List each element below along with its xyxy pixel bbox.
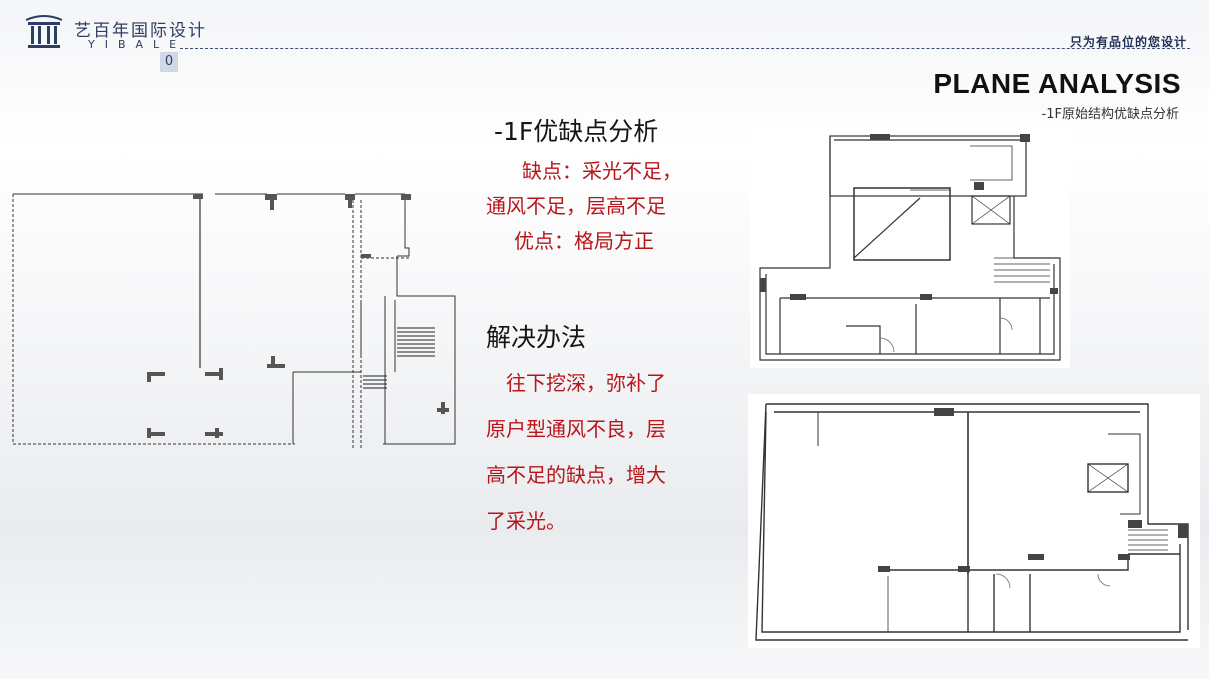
floor-plan-original: [5, 188, 457, 450]
brand-name-cn: 艺百年国际设计: [74, 21, 207, 41]
floor-plan-upper-drawing: [759, 134, 1061, 361]
solution-line: 原户型通风不良，层: [486, 417, 666, 441]
floor-plan-upper: [750, 128, 1070, 368]
floor-plan-lower-drawing: [755, 403, 1189, 641]
cons-line: 缺点：采光不足，: [522, 159, 682, 183]
pros-line: 优点：格局方正: [514, 229, 654, 253]
page-number: 0: [160, 52, 178, 72]
brand-name-en: YIBALE: [88, 38, 187, 51]
solution-section: 解决办法 往下挖深，弥补了 原户型通风不良，层 高不足的缺点，增大 了采光。: [486, 318, 726, 544]
page-title: PLANE ANALYSIS: [933, 68, 1181, 99]
solution-line: 高不足的缺点，增大: [486, 463, 666, 487]
floor-plan-lower: [748, 394, 1200, 648]
column-logo-icon: [25, 15, 63, 48]
cons-line: 通风不足，层高不足: [486, 194, 666, 218]
cons-text: 缺点：采光不足， 通风不足，层高不足 优点：格局方正: [486, 154, 726, 259]
solution-text: 往下挖深，弥补了 原户型通风不良，层 高不足的缺点，增大 了采光。: [486, 360, 726, 544]
header-divider: [180, 48, 1190, 49]
floor-plan-original-drawing: [12, 193, 456, 448]
slogan: 只为有品位的您设计: [1069, 35, 1187, 49]
analysis-heading: -1F优缺点分析: [494, 117, 659, 146]
page-subtitle: -1F原始结构优缺点分析: [1041, 107, 1179, 122]
solution-line: 了采光。: [486, 509, 566, 533]
solution-line: 往下挖深，弥补了: [506, 371, 666, 395]
brand-logo: 艺百年国际设计 YIBALE: [24, 14, 224, 54]
analysis-section: -1F优缺点分析 缺点：采光不足， 通风不足，层高不足 优点：格局方正: [486, 112, 726, 259]
solution-heading: 解决办法: [486, 323, 587, 352]
